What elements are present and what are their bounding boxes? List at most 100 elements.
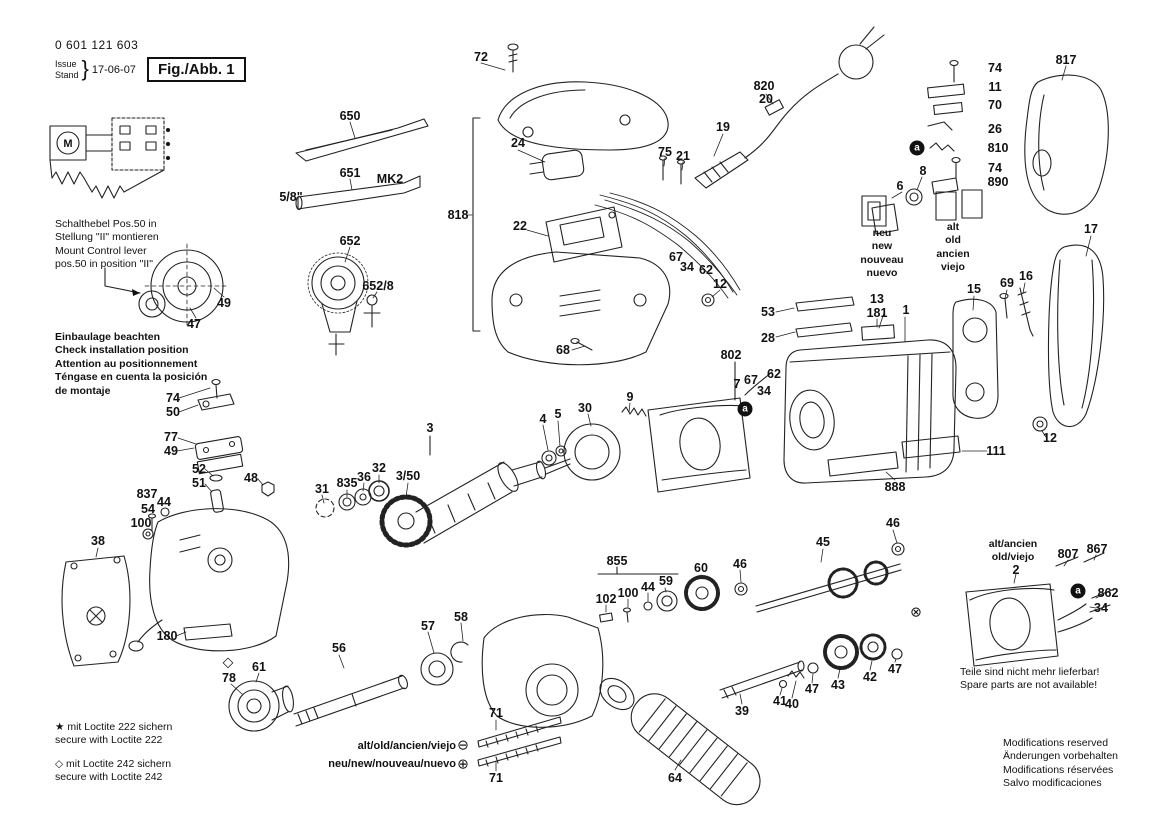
capacitor <box>529 149 585 181</box>
part-label-67: 67 <box>669 250 683 264</box>
part-label-34: 34 <box>757 384 771 398</box>
callout-marker-a: a <box>737 401 753 417</box>
motor-symbol-label: M <box>63 138 72 150</box>
gearbox-housing <box>128 507 290 652</box>
part-label-62: 62 <box>767 367 781 381</box>
part-label-43: 43 <box>831 678 845 692</box>
terminal-screws <box>658 155 686 185</box>
part-label-: ⊖ <box>457 736 469 753</box>
part-label-9: 9 <box>626 390 634 404</box>
part-label-1: 1 <box>902 303 910 317</box>
part-label-64: 64 <box>668 771 682 785</box>
note-loctite-242: ◇ mit Loctite 242 sichern secure with Lo… <box>55 758 172 784</box>
part-label-181: 181 <box>866 306 888 320</box>
part-label-53: 53 <box>761 305 775 319</box>
part-label-818: 818 <box>447 208 469 222</box>
part-label-45: 45 <box>816 535 830 549</box>
part-label-75: 75 <box>658 145 672 159</box>
leader-lines <box>95 62 1103 772</box>
power-cord <box>694 26 885 189</box>
part-label-72: 72 <box>474 50 488 64</box>
note-old-version: alt old ancien viejo <box>936 221 970 274</box>
part-label-MK2: MK2 <box>376 172 404 186</box>
part-label-59: 59 <box>659 574 673 588</box>
part-label-47: 47 <box>187 317 201 331</box>
part-label-350: 3/50 <box>395 469 421 483</box>
part-label-74: 74 <box>988 61 1002 75</box>
note-loctite-222: ★ mit Loctite 222 sichern secure with Lo… <box>55 721 173 747</box>
part-label-31: 31 <box>315 482 329 496</box>
brace-glyph: } <box>81 55 89 81</box>
part-label-42: 42 <box>863 670 877 684</box>
part-label-862: 862 <box>1097 586 1119 600</box>
part-label-102: 102 <box>595 592 617 606</box>
part-label-20: 20 <box>759 92 773 106</box>
part-label-100: 100 <box>130 516 152 530</box>
part-label-12: 12 <box>713 277 727 291</box>
part-label-6: 6 <box>896 179 904 193</box>
part-label-16: 16 <box>1019 269 1033 283</box>
part-label-77: 77 <box>164 430 178 444</box>
part-label-44: 44 <box>641 580 655 594</box>
motor-housing <box>701 293 1048 484</box>
part-label-69: 69 <box>1000 276 1014 290</box>
part-label-180: 180 <box>156 629 178 643</box>
part-label-47: 47 <box>888 662 902 676</box>
stand-label: Stand <box>55 69 79 80</box>
part-label-36: 36 <box>357 470 371 484</box>
part-label-44: 44 <box>157 495 171 509</box>
case-screws <box>477 716 562 767</box>
part-label-58: 5/8" <box>279 190 303 204</box>
part-label-47: 47 <box>805 682 819 696</box>
seals <box>795 296 895 341</box>
part-label-11: 11 <box>988 80 1002 94</box>
spindle-group <box>228 641 469 732</box>
part-label-22: 22 <box>513 219 527 233</box>
part-label-100: 100 <box>617 586 639 600</box>
part-label-74: 74 <box>988 161 1002 175</box>
side-grip <box>599 677 761 806</box>
part-label-30: 30 <box>578 401 592 415</box>
part-label-58: 58 <box>454 610 468 624</box>
note-new-screw: neu/new/nouveau/nuevo <box>328 758 456 770</box>
part-label-817: 817 <box>1055 53 1077 67</box>
part-label-13: 13 <box>870 292 884 306</box>
note-installation: Einbaulage beachten Check installation p… <box>55 331 208 397</box>
part-label-67: 67 <box>744 373 758 387</box>
part-label-61: 61 <box>252 660 266 674</box>
part-label-12: 12 <box>1043 431 1057 445</box>
part-label-810: 810 <box>987 141 1009 155</box>
field-stator <box>621 361 773 493</box>
part-label-57: 57 <box>421 619 435 633</box>
part-label-34: 34 <box>680 260 694 274</box>
part-label-70: 70 <box>988 98 1002 112</box>
part-label-48: 48 <box>244 471 258 485</box>
part-label-835: 835 <box>336 476 358 490</box>
part-label-867: 867 <box>1086 542 1108 556</box>
gear-train <box>684 542 905 699</box>
switch <box>545 206 623 263</box>
auxiliary-handle <box>1024 74 1109 215</box>
part-label-820: 820 <box>753 79 775 93</box>
bearing-ring <box>541 423 621 481</box>
part-number: 0 601 121 603 <box>55 38 139 52</box>
drift-key <box>295 118 429 162</box>
part-label-38: 38 <box>91 534 105 548</box>
part-label-71: 71 <box>489 771 503 785</box>
callout-marker-a: a <box>1070 583 1086 599</box>
part-label-7: 7 <box>733 377 741 391</box>
part-label-41: 41 <box>773 694 787 708</box>
callout-marker-a: a <box>909 140 925 156</box>
part-label-: ◇ <box>222 653 234 670</box>
part-label-837: 837 <box>136 487 158 501</box>
part-label-650: 650 <box>339 109 361 123</box>
part-label-111: 111 <box>986 444 1006 458</box>
side-cover <box>1047 244 1105 428</box>
part-label-855: 855 <box>606 554 628 568</box>
part-label-5: 5 <box>554 407 562 421</box>
part-label-4: 4 <box>539 412 547 426</box>
part-label-802: 802 <box>720 348 742 362</box>
part-label-56: 56 <box>332 641 346 655</box>
part-label-32: 32 <box>372 461 386 475</box>
